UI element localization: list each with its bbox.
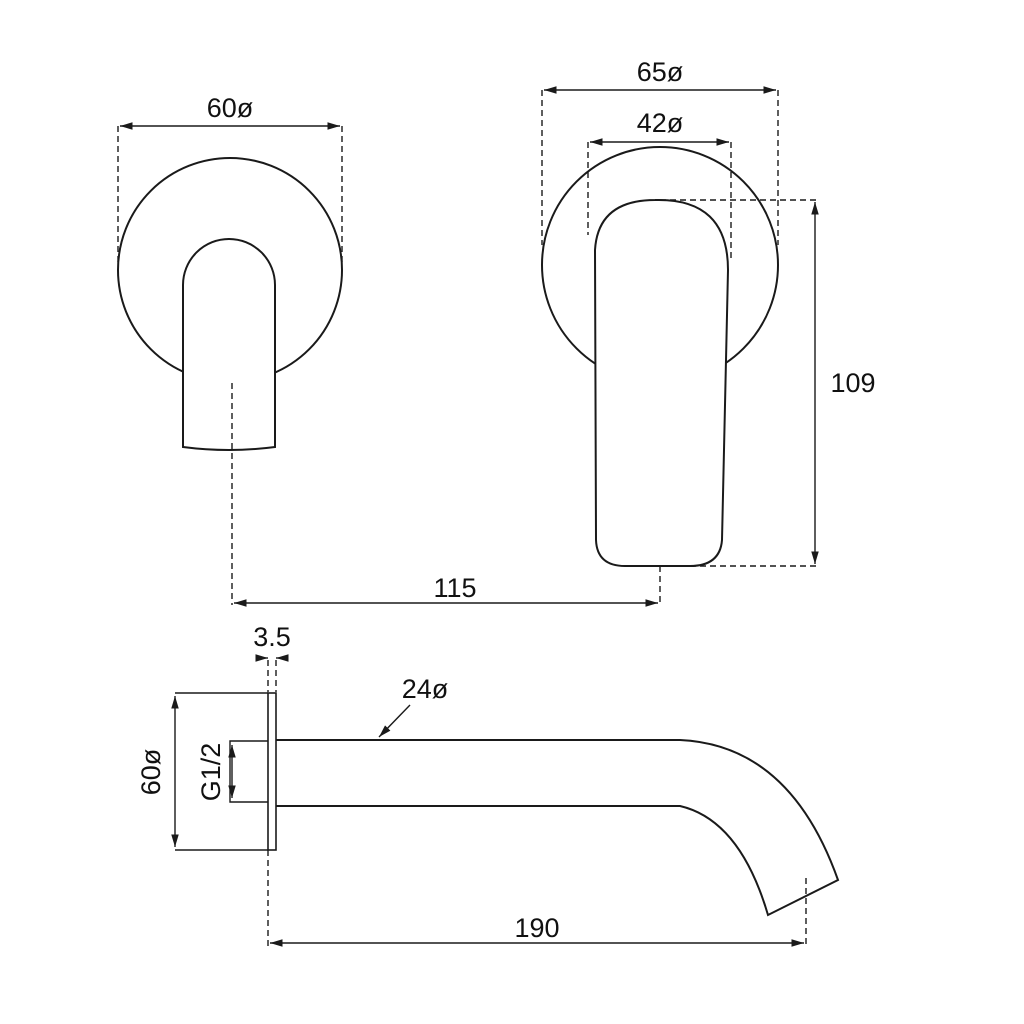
dim-lever-height: 109 — [830, 368, 875, 398]
dim-pipe-diameter: 24ø — [402, 674, 449, 704]
dim-thread: G1/2 — [196, 743, 226, 802]
side-spout-pipe — [276, 739, 840, 917]
dim-spout-plate-diameter: 60ø — [207, 93, 254, 123]
dim-center-distance: 115 — [433, 573, 476, 603]
dim-spout-length: 190 — [514, 913, 559, 943]
mixer-lever — [593, 198, 730, 567]
spout-front-view: 60ø — [117, 93, 343, 605]
side-wall-plate — [267, 692, 277, 851]
mixer-front-view: 65ø 42ø 109 — [541, 57, 876, 605]
spout-front-body — [182, 238, 276, 451]
dim-mixer-plate-diameter: 65ø — [637, 57, 684, 87]
dim-side-plate-diameter: 60ø — [136, 749, 166, 796]
spout-side-view: G1/2 60ø 3.5 24ø 190 — [136, 622, 840, 947]
dim-lever-width: 42ø — [637, 108, 684, 138]
dim-plate-thickness: 3.5 — [253, 622, 291, 652]
